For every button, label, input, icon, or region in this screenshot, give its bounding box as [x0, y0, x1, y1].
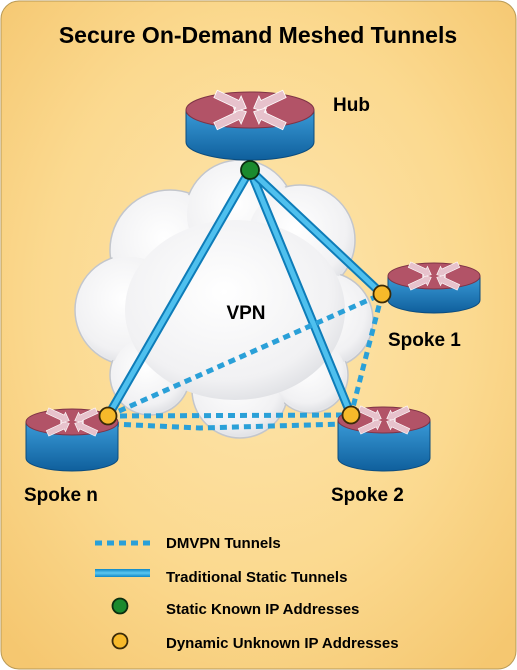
static-tunnels [103, 165, 387, 421]
legend-static-tunnels-label: Traditional Static Tunnels [166, 569, 347, 586]
dmvpn-tunnel-spoke-n-spoke-2-lower [111, 421, 346, 431]
cloud-label: VPN [226, 303, 265, 324]
dmvpn-tunnel-spoke-n-spoke-2 [107, 412, 352, 419]
spoke-n-dynamic-ip-dot [98, 406, 118, 426]
diagram-title: Secure On-Demand Meshed Tunnels [59, 22, 457, 48]
legend: DMVPN Tunnels Traditional Static Tunnels… [95, 535, 399, 652]
legend-dynamic-ip-label: Dynamic Unknown IP Addresses [166, 635, 399, 652]
legend-static-ip-dot [111, 597, 129, 615]
hub-label: Hub [333, 95, 370, 116]
hub-static-ip-dot [240, 160, 260, 180]
spoke-2-dynamic-ip-dot [341, 405, 361, 425]
legend-dynamic-ip-dot [111, 632, 129, 650]
legend-static-ip-label: Static Known IP Addresses [166, 601, 359, 618]
dmvpn-tunnel-spoke-1-spoke-2 [348, 293, 385, 416]
spoke-2-router-icon [337, 405, 431, 472]
spoke-1-label: Spoke 1 [388, 330, 461, 351]
hub-router-icon [185, 89, 315, 161]
spoke-n-label: Spoke n [24, 485, 98, 506]
spoke-2-label: Spoke 2 [331, 485, 404, 506]
legend-dmvpn-label: DMVPN Tunnels [166, 535, 281, 552]
dmvpn-tunnels [106, 291, 385, 431]
spoke-1-router-icon [387, 261, 481, 314]
legend-static-tunnel-swatch [95, 569, 150, 577]
spoke-1-dynamic-ip-dot [372, 284, 392, 304]
dmvpn-tunnel-spoke-n-spoke-1 [106, 291, 384, 419]
spoke-n-router-icon [25, 407, 119, 472]
